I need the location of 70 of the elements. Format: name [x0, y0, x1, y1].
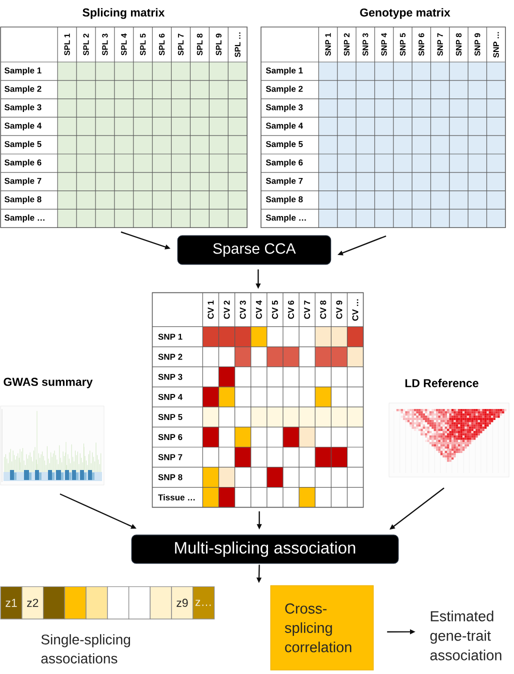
column-header: CV 4: [256, 300, 262, 319]
column-header: SNP 9: [474, 33, 480, 56]
column-header: SPL 6: [159, 34, 165, 56]
column-header: CV 1: [208, 300, 214, 319]
column-header: SPL 5: [140, 34, 146, 56]
column-header: SPL 4: [121, 33, 127, 56]
column-header: SPL 9: [216, 34, 222, 56]
score-cell: z…: [192, 586, 215, 620]
column-header: CV 2: [224, 300, 230, 319]
row-header: Sample 5: [266, 140, 303, 149]
column-header: CV 7: [304, 300, 310, 319]
column-header: SNP 8: [456, 33, 462, 56]
row-header: Sample 6: [266, 159, 303, 168]
score-cell: z1: [0, 586, 22, 620]
column-header: SNP 6: [418, 33, 424, 56]
row-header: SNP 3: [158, 374, 182, 380]
column-header: SPL 7: [178, 34, 184, 56]
row-header: Sample 5: [4, 140, 42, 149]
result-text: Estimated gene-trait association: [430, 610, 502, 660]
row-header: Sample 3: [4, 104, 42, 112]
column-header: SPL 2: [83, 34, 89, 56]
row-header: Sample 7: [266, 178, 303, 186]
row-header: SNP 5: [158, 414, 182, 420]
column-header: CV 3: [240, 300, 246, 319]
column-header: CV 9: [336, 300, 342, 319]
column-header: CV …: [352, 299, 358, 321]
node-label: Single-splicing associations: [41, 634, 130, 664]
table-title: Genotype matrix: [360, 8, 450, 19]
row-header: Sample …: [266, 214, 306, 222]
row-header: Sample …: [4, 214, 44, 222]
column-header: SNP …: [493, 32, 499, 58]
column-header: SNP 5: [400, 33, 406, 56]
row-header: Sample 2: [266, 86, 303, 94]
column-header: SNP 1: [325, 33, 331, 56]
row-header: Sample 2: [4, 86, 42, 94]
row-header: SNP 4: [158, 394, 183, 400]
column-header: SPL …: [234, 32, 240, 58]
row-header: Tissue …: [158, 494, 195, 500]
process-box: Multi-splicing association: [131, 534, 399, 564]
column-header: SNP 7: [437, 33, 443, 56]
row-header: Sample 1: [266, 67, 303, 76]
process-box: Sparse CCA: [177, 235, 332, 265]
row-header: Sample 8: [4, 196, 42, 204]
column-header: SPL 3: [102, 34, 108, 56]
column-header: CV 8: [320, 300, 326, 319]
row-header: Sample 8: [266, 196, 303, 204]
column-header: CV 6: [288, 300, 294, 319]
heading: LD Reference: [405, 378, 478, 388]
row-header: SNP 8: [158, 474, 182, 480]
column-header: SPL 1: [64, 34, 70, 56]
column-header: SNP 2: [344, 33, 350, 56]
row-header: Sample 4: [266, 122, 303, 130]
row-header: Sample 1: [4, 67, 42, 76]
row-header: Sample 7: [4, 178, 42, 186]
column-header: CV 5: [272, 300, 278, 319]
row-header: SNP 1: [158, 334, 182, 340]
column-header: SNP 3: [362, 33, 368, 56]
process-box: Cross-splicing correlation: [270, 585, 374, 670]
row-header: Sample 4: [4, 122, 42, 130]
score-cell: z2: [22, 586, 44, 620]
row-header: SNP 6: [158, 434, 182, 440]
row-header: SNP 2: [158, 354, 182, 360]
column-header: SNP 4: [381, 33, 387, 56]
row-header: Sample 3: [266, 104, 303, 112]
score-cell: z9: [171, 586, 194, 620]
row-header: SNP 7: [158, 454, 182, 460]
column-header: SPL 8: [196, 34, 203, 56]
heading: GWAS summary: [4, 378, 93, 388]
row-header: Sample 6: [4, 159, 42, 168]
table-title: Splicing matrix: [82, 8, 165, 19]
